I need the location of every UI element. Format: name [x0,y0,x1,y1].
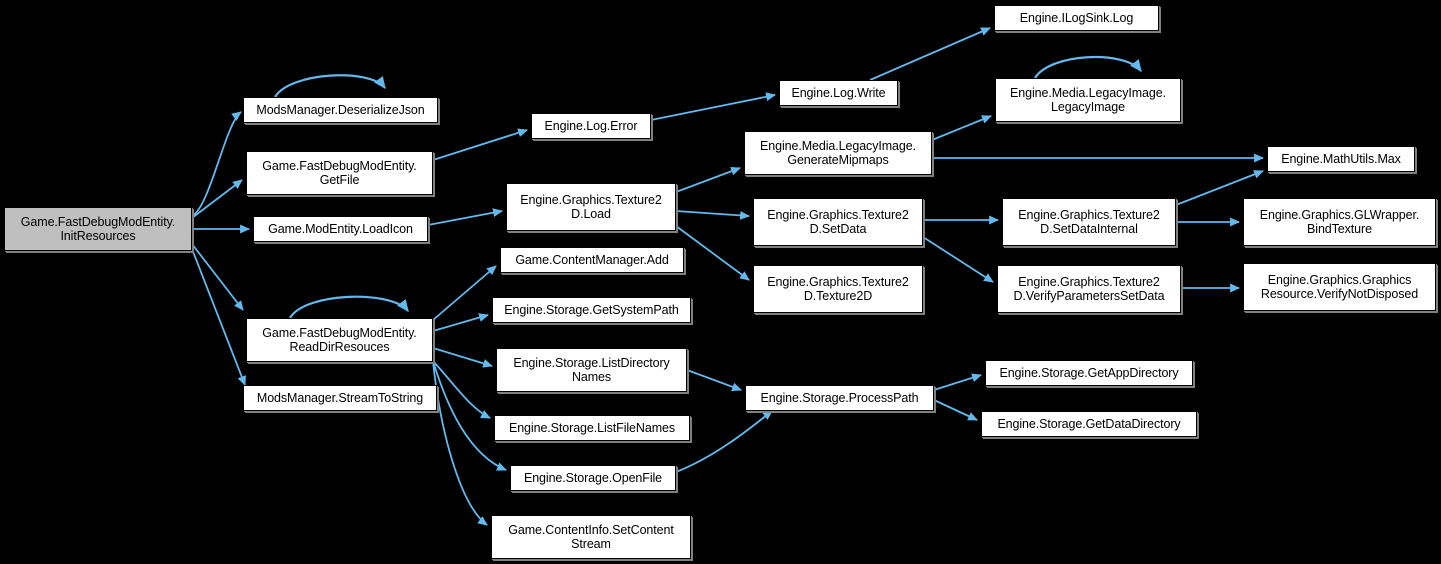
graph-edge-listdirnames-to-processpath [686,369,742,392]
graph-node-processpath[interactable]: Engine.Storage.ProcessPath [745,385,934,411]
graph-node-label: Engine.Log.Error [544,119,638,133]
graph-node-setdatainternal[interactable]: Engine.Graphics.Texture2 D.SetDataIntern… [1002,198,1176,246]
graph-node-label: Engine.Graphics.Texture2 D.VerifyParamet… [1013,275,1165,303]
graph-node-listfilenames[interactable]: Engine.Storage.ListFileNames [494,415,690,441]
graph-node-label: Engine.MathUtils.Max [1281,152,1401,166]
graph-node-listdirnames[interactable]: Engine.Storage.ListDirectory Names [496,348,687,392]
graph-node-label: Engine.Media.LegacyImage. LegacyImage [1010,86,1166,114]
graph-edge-legacyimage-to-legacyimage [1034,56,1142,79]
graph-edge-logerror-to-logwrite [650,92,776,121]
graph-node-label: Engine.Log.Write [791,86,886,100]
edges [191,27,1264,526]
graph-node-deserialize[interactable]: ModsManager.DeserializeJson [243,97,438,123]
graph-node-label: Engine.Media.LegacyImage. GenerateMipmap… [760,139,916,167]
graph-node-getsystempath[interactable]: Engine.Storage.GetSystemPath [492,297,691,323]
graph-edge-texload-to-texture2d [675,225,750,281]
graph-node-mipmaps[interactable]: Engine.Media.LegacyImage. GenerateMipmap… [744,131,932,175]
graph-edge-readdir-to-listfilenames [432,360,491,419]
graph-node-legacyimage[interactable]: Engine.Media.LegacyImage. LegacyImage [995,78,1181,122]
graph-edge-getfile-to-logerror [432,128,528,161]
graph-node-label: Engine.Storage.ProcessPath [760,391,919,405]
graph-edge-setdata-to-verifyparams [922,236,994,283]
graph-node-label: Engine.Storage.OpenFile [523,471,663,485]
graph-node-label: ModsManager.DeserializeJson [256,103,425,117]
graph-node-logerror[interactable]: Engine.Log.Error [531,113,651,139]
graph-node-setdata[interactable]: Engine.Graphics.Texture2 D.SetData [753,198,923,246]
graph-node-logwrite[interactable]: Engine.Log.Write [779,80,898,106]
graph-node-label: Engine.Graphics.Texture2 D.SetData [767,208,909,236]
graph-edge-init-to-readdir [191,243,244,311]
graph-edge-readdir-to-readdir [289,295,409,319]
graph-node-bindtexture[interactable]: Engine.Graphics.GLWrapper. BindTexture [1243,198,1436,246]
graph-node-label: Engine.Storage.ListFileNames [508,421,676,435]
graph-node-openfile[interactable]: Engine.Storage.OpenFile [510,465,676,491]
graph-node-label: Engine.Graphics.Texture2 D.Load [520,193,662,221]
graph-node-label: Engine.Storage.ListDirectory Names [513,356,670,384]
graph-node-verifyparams[interactable]: Engine.Graphics.Texture2 D.VerifyParamet… [997,265,1181,313]
graph-node-loadicon[interactable]: Game.ModEntity.LoadIcon [253,216,428,242]
graph-edge-openfile-to-processpath [675,410,773,473]
graph-node-label: Game.ModEntity.LoadIcon [268,222,413,236]
graph-node-getdatadir[interactable]: Engine.Storage.GetDataDirectory [981,411,1197,437]
graph-node-label: ModsManager.StreamToString [256,391,424,405]
graph-node-ilogsink[interactable]: Engine.ILogSink.Log [994,5,1159,31]
graph-node-texture2d[interactable]: Engine.Graphics.Texture2 D.Texture2D [753,265,923,313]
graph-node-label: Engine.Storage.GetDataDirectory [997,417,1181,431]
graph-node-label: Engine.Graphics.Texture2 D.SetDataIntern… [1018,208,1160,236]
graph-edge-init-to-deserialize [191,111,242,217]
graph-edge-processpath-to-getappdir [933,373,982,391]
graph-edge-texload-to-setdata [675,210,750,220]
graph-edge-init-to-streamtostring [191,248,246,386]
graph-edge-logwrite-to-ilogsink [869,27,991,81]
graph-node-label: Engine.Graphics.Graphics Resource.Verify… [1260,273,1419,301]
graph-node-mathmax[interactable]: Engine.MathUtils.Max [1267,146,1415,172]
graph-edge-init-to-getfile [191,179,243,219]
graph-edge-readdir-to-contentmanager [432,265,497,321]
graph-node-label: Engine.Graphics.Texture2 D.Texture2D [767,275,909,303]
graph-edge-loadicon-to-texload [427,208,503,226]
graph-node-setcontent[interactable]: Game.ContentInfo.SetContent Stream [491,515,691,559]
graph-edge-processpath-to-getdatadir [933,399,978,421]
graph-node-label: Game.FastDebugModEntity. InitResources [20,215,176,243]
graph-node-label: Game.ContentInfo.SetContent Stream [508,523,674,551]
graph-node-readdir[interactable]: Game.FastDebugModEntity. ReadDirResouces [246,318,433,362]
graph-node-label: Game.ContentManager.Add [515,253,669,267]
graph-edge-readdir-to-getsystempath [432,313,489,332]
graph-node-contentmanager[interactable]: Game.ContentManager.Add [500,247,684,273]
graph-node-init[interactable]: Game.FastDebugModEntity. InitResources [4,207,192,251]
graph-edge-texload-to-mipmaps [675,166,741,193]
graph-node-label: Engine.Storage.GetSystemPath [504,303,679,317]
graph-node-verifynotdisp[interactable]: Engine.Graphics.Graphics Resource.Verify… [1243,263,1436,311]
graph-edge-readdir-to-openfile [432,360,507,471]
graph-node-label: Engine.ILogSink.Log [1019,11,1134,25]
graph-node-streamtostring[interactable]: ModsManager.StreamToString [243,385,437,411]
graph-node-label: Game.FastDebugModEntity. GetFile [262,159,417,187]
graph-node-texload[interactable]: Engine.Graphics.Texture2 D.Load [506,183,676,231]
graph-node-label: Engine.Graphics.GLWrapper. BindTexture [1259,208,1420,236]
graph-node-getappdir[interactable]: Engine.Storage.GetAppDirectory [985,360,1193,386]
graph-edge-setdatainternal-to-mathmax [1175,170,1264,206]
graph-node-label: Game.FastDebugModEntity. ReadDirResouces [262,326,417,354]
graph-edge-readdir-to-listdirnames [432,347,493,368]
graph-edge-deserialize-to-deserialize [274,74,386,98]
graph-node-getfile[interactable]: Game.FastDebugModEntity. GetFile [246,151,433,195]
graph-node-label: Engine.Storage.GetAppDirectory [999,366,1179,380]
graph-edge-mipmaps-to-legacyimage [931,115,992,141]
